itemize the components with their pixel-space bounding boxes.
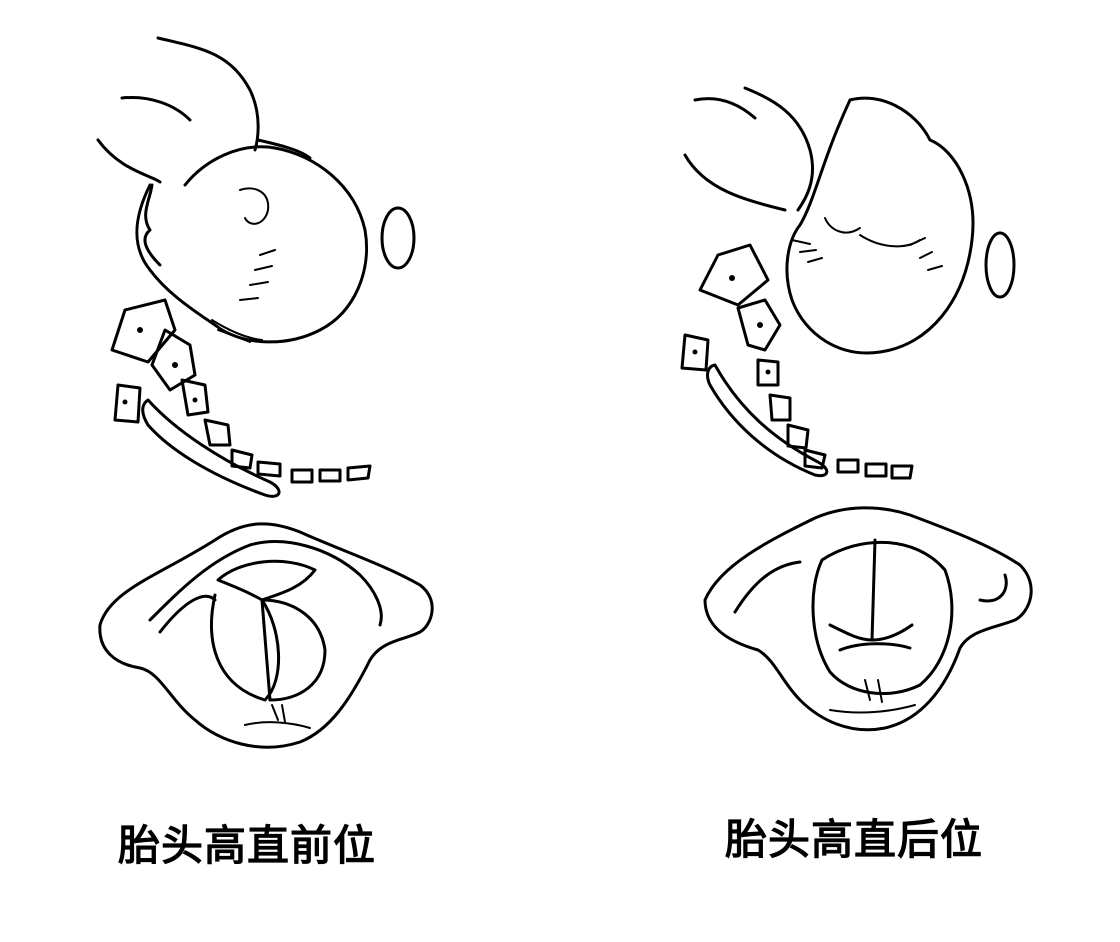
caption-occiput-anterior: 胎头高直前位	[118, 821, 377, 870]
sacrum-drawing	[680, 243, 914, 480]
sacrum-drawing	[110, 298, 372, 498]
pelvic-inlet-drawing	[98, 522, 434, 749]
pubic-bone-outline	[984, 231, 1016, 299]
right-figure-panel: 胎头高直后位	[560, 0, 1120, 942]
fetal-head-drawing	[785, 96, 975, 355]
fetal-body-drawing	[683, 86, 815, 212]
fetal-head-drawing	[135, 145, 369, 344]
fetal-body-drawing	[96, 36, 312, 184]
pubic-bone-outline	[380, 206, 416, 270]
left-figure-panel: 胎头高直前位	[96, 36, 434, 870]
occiput-posterior-illustration	[680, 86, 1033, 732]
occiput-anterior-illustration	[96, 36, 434, 749]
caption-occiput-posterior: 胎头高直后位	[725, 815, 984, 864]
pelvic-inlet-drawing	[703, 506, 1033, 732]
